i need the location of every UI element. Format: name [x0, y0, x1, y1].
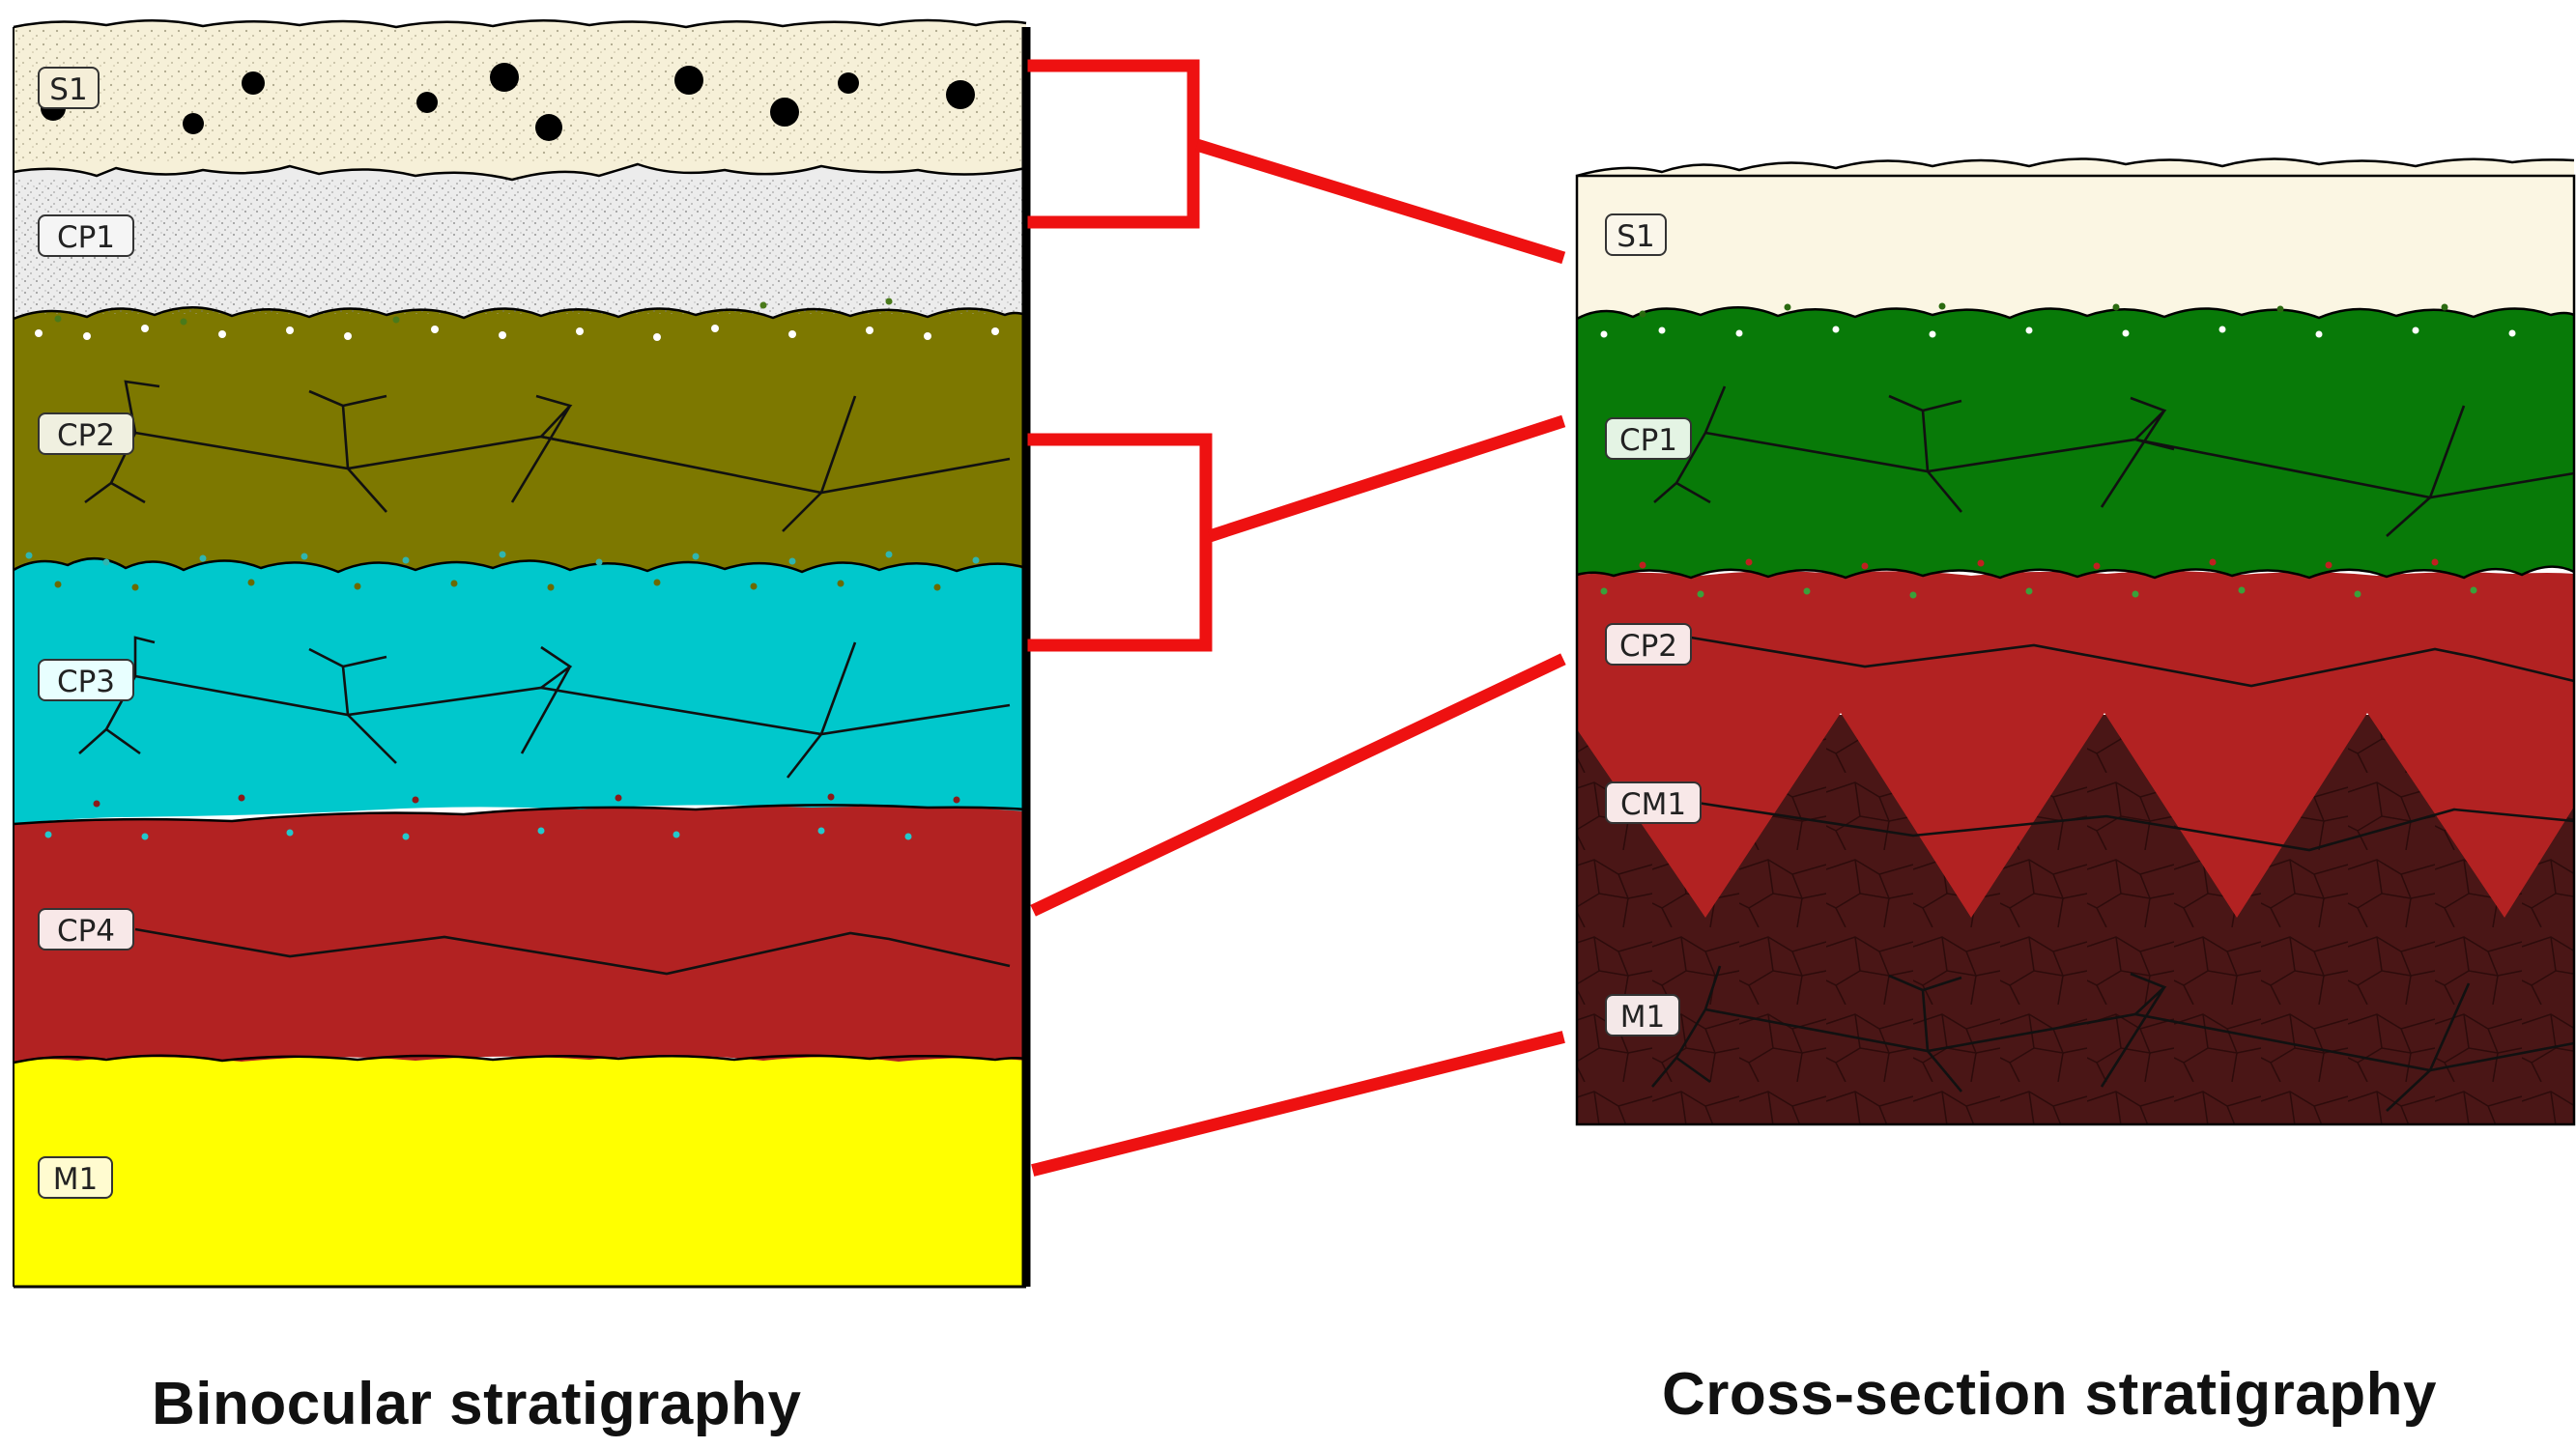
binocular-column [13, 18, 1031, 1289]
label-cp1-cross: CP1 [1605, 417, 1692, 460]
bracket-s1-cp1 [1027, 59, 1200, 229]
svg-text:S1: S1 [49, 72, 87, 107]
label-cp2-cross: CP2 [1605, 623, 1692, 666]
layer-cp2-cross [1577, 571, 2574, 918]
svg-text:M1: M1 [1620, 1000, 1665, 1035]
label-s1-binocular: S1 [38, 67, 100, 109]
binocular-labels: S1 CP1 CP2 CP3 CP4 M1 [38, 67, 134, 1199]
correlation-connectors [1027, 59, 1566, 1177]
label-m1-binocular: M1 [38, 1156, 113, 1199]
svg-text:M1: M1 [53, 1162, 98, 1197]
caption-cross-section: Cross-section stratigraphy [1662, 1361, 2437, 1428]
connector-m1 [1031, 1031, 1565, 1177]
label-cm1-cross: CM1 [1605, 781, 1702, 824]
label-s1-cross: S1 [1605, 213, 1667, 256]
layer-cp4-binocular [14, 805, 1026, 1063]
layer-cp1-cross [1577, 307, 2574, 578]
cross-section-labels: S1 CP1 CP2 CM1 M1 [1605, 213, 1702, 1036]
connector-s1 [1194, 138, 1566, 265]
label-cp4-binocular: CP4 [38, 908, 134, 951]
svg-text:CM1: CM1 [1620, 787, 1686, 822]
svg-text:CP2: CP2 [1619, 629, 1677, 664]
label-m1-cross: M1 [1605, 994, 1680, 1036]
bracket-cp2-cp3 [1027, 433, 1213, 652]
svg-text:CP2: CP2 [57, 418, 115, 453]
label-cp2-binocular: CP2 [38, 412, 134, 455]
layer-m1-binocular [14, 1055, 1026, 1287]
layer-s1-cross [1577, 158, 2574, 319]
connector-cp1 [1207, 414, 1566, 543]
svg-text:CP1: CP1 [1619, 423, 1677, 458]
caption-binocular: Binocular stratigraphy [152, 1371, 802, 1437]
cross-section-column [1575, 157, 2576, 1126]
svg-text:CP4: CP4 [57, 914, 115, 949]
svg-text:CP3: CP3 [57, 665, 115, 699]
svg-text:CP1: CP1 [57, 220, 115, 255]
label-cp1-binocular: CP1 [38, 214, 134, 257]
svg-text:S1: S1 [1617, 219, 1654, 254]
connector-cp2 [1030, 653, 1566, 917]
label-cp3-binocular: CP3 [38, 659, 134, 701]
